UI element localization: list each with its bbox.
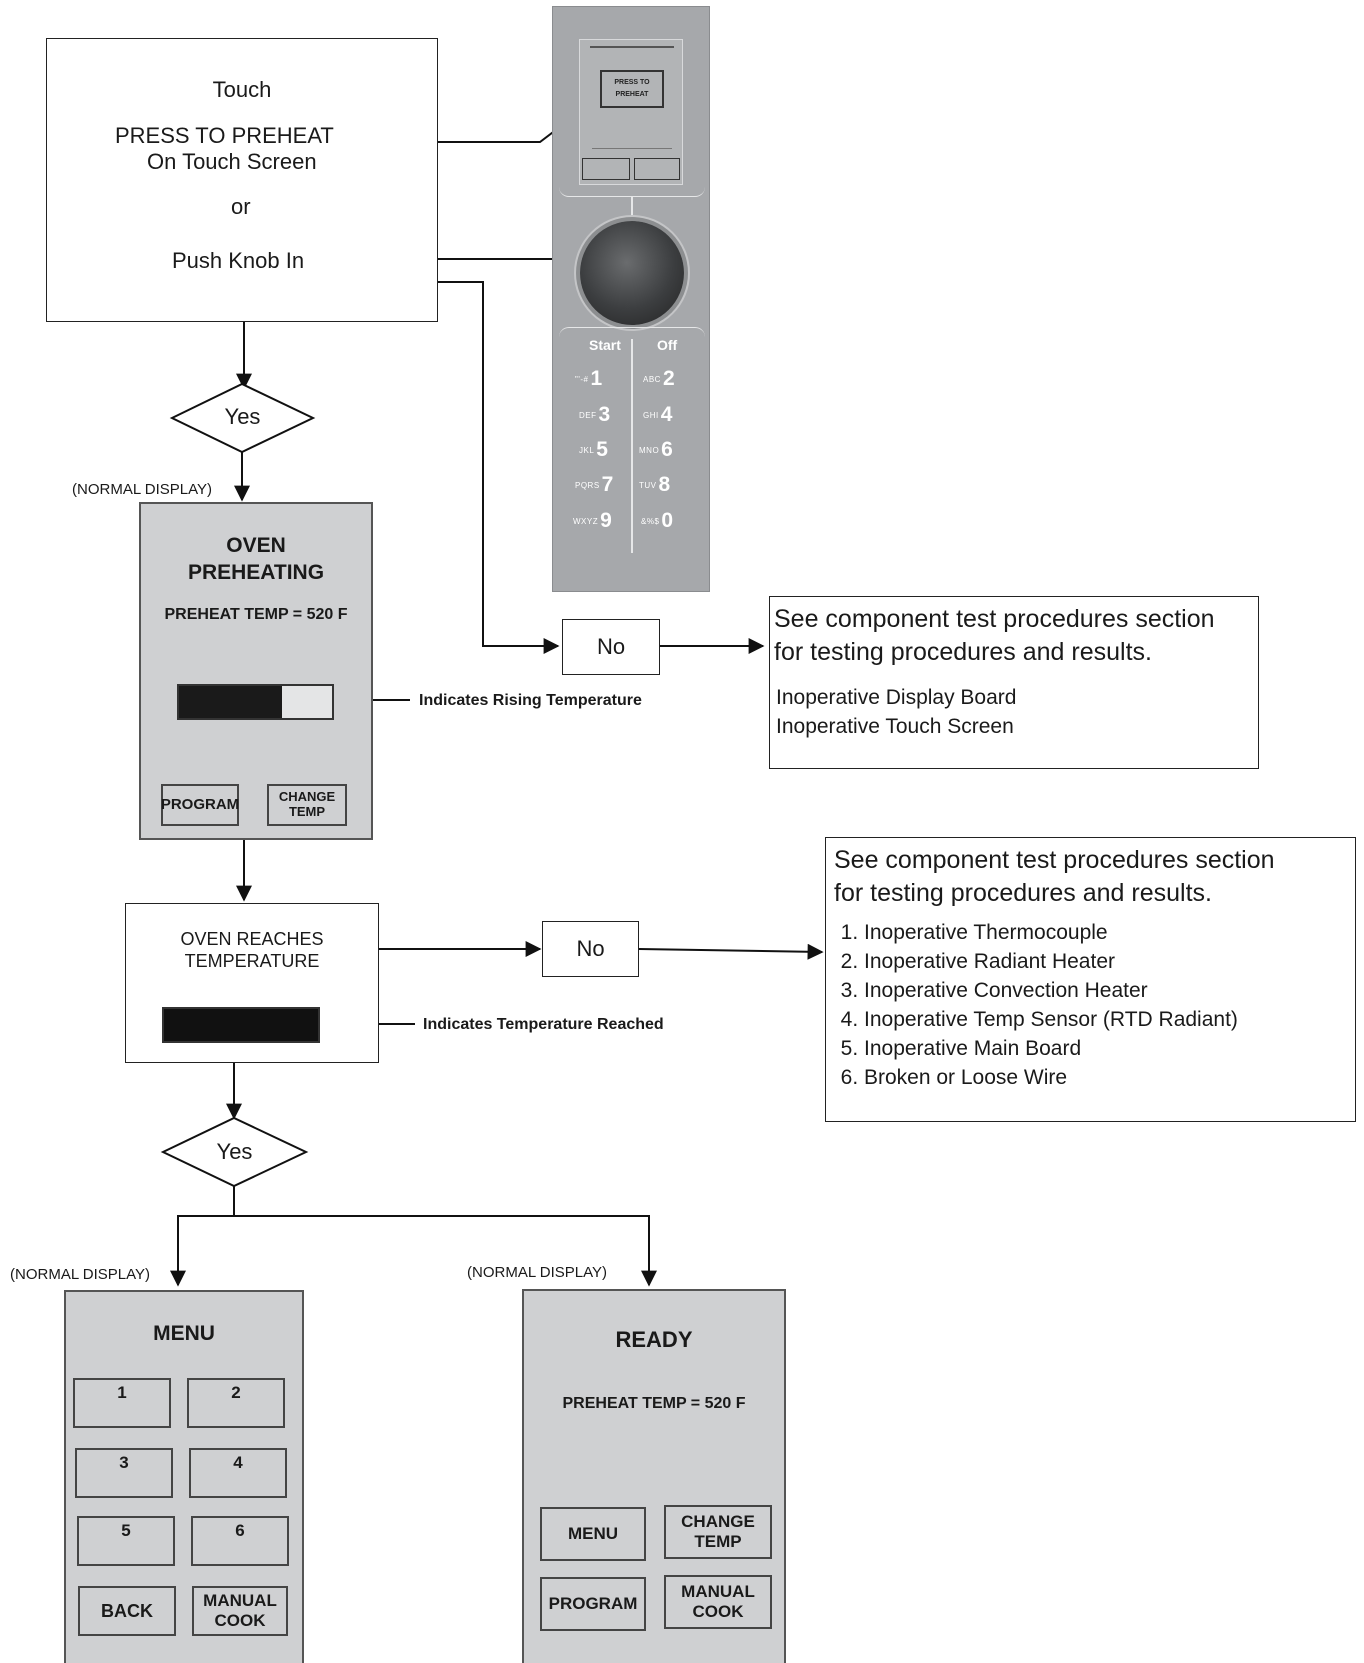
preheating-title-line1: OVEN	[226, 534, 286, 557]
no-decision-2: No	[542, 921, 639, 977]
control-knob[interactable]	[580, 221, 684, 325]
ready-menu-button[interactable]: MENU	[540, 1507, 646, 1561]
manual-cook-line2: COOK	[214, 1611, 266, 1630]
reaches-line1: OVEN REACHES	[180, 929, 324, 949]
keypad-key-9[interactable]: WXYZ9	[573, 509, 612, 532]
start-key[interactable]: Start	[589, 337, 621, 353]
keypad-key-5[interactable]: JKL5	[579, 438, 608, 461]
ready-manual-cook-button[interactable]: MANUAL COOK	[664, 1575, 772, 1629]
menu-button-5[interactable]: 5	[77, 1516, 175, 1566]
ready-preheat-temp: PREHEAT TEMP = 520 F	[562, 1395, 746, 1412]
normal-display-label-1: (NORMAL DISPLAY)	[72, 481, 213, 498]
oven-reaches-temperature-box: OVEN REACHES TEMPERATURE	[125, 903, 379, 1063]
change-temp-line1: CHANGE	[278, 789, 336, 805]
ready-manual-line1: MANUAL	[681, 1582, 755, 1602]
push-knob-in-label: Push Knob In	[172, 248, 305, 273]
keypad-divider	[631, 339, 633, 553]
menu-button-6[interactable]: 6	[191, 1516, 289, 1566]
preheating-temp-text: PREHEAT TEMP = 520 F	[164, 606, 348, 623]
note2-item: Inoperative Radiant Heater	[864, 947, 1347, 976]
note2-item: Broken or Loose Wire	[864, 1063, 1347, 1092]
indicates-rising-label: Indicates Rising Temperature	[419, 692, 642, 709]
keypad-key-7[interactable]: PQRS7	[575, 473, 614, 496]
rising-temp-progress-fill	[179, 686, 282, 718]
indicates-reached-label: Indicates Temperature Reached	[423, 1016, 664, 1033]
yes-decision-2: Yes	[216, 1139, 253, 1164]
oven-preheating-screen: OVEN PREHEATING PREHEAT TEMP = 520 F PRO…	[139, 502, 373, 840]
note2-item: Inoperative Convection Heater	[864, 976, 1347, 1005]
temp-reached-progress-bar	[162, 1007, 320, 1043]
reaches-line2: TEMPERATURE	[184, 951, 320, 971]
preheating-title-line2: PREHEATING	[187, 561, 325, 584]
keypad-key-1[interactable]: "'-#1	[575, 367, 603, 390]
menu-screen: MENU 1 2 3 4 5 6 BACK MANUAL COOK	[64, 1290, 304, 1663]
touch-label: Touch	[212, 77, 272, 102]
or-label: or	[231, 194, 251, 219]
note1-item: Inoperative Touch Screen	[776, 715, 1014, 738]
rising-temp-progress-bar	[177, 684, 334, 720]
ready-change-line1: CHANGE	[681, 1512, 755, 1532]
mini-program-button[interactable]	[582, 158, 630, 180]
mini-press-line1: PRESS TO	[614, 79, 650, 86]
no-decision-1: No	[562, 619, 660, 675]
panel-mini-screen: PRESS TO PREHEAT	[579, 39, 683, 185]
keypad-key-3[interactable]: DEF3	[579, 403, 611, 426]
mini-press-line2: PREHEAT	[615, 91, 649, 98]
manual-cook-button[interactable]: MANUAL COOK	[192, 1586, 288, 1636]
press-to-preheat-label: PRESS TO PREHEAT	[115, 123, 334, 148]
ready-change-temp-button[interactable]: CHANGE TEMP	[664, 1505, 772, 1559]
keypad-key-8[interactable]: TUV8	[639, 473, 671, 496]
menu-button-4[interactable]: 4	[189, 1448, 287, 1498]
keypad-key-4[interactable]: GHI4	[643, 403, 673, 426]
panel-arc-top	[559, 187, 705, 197]
normal-display-label-2: (NORMAL DISPLAY)	[10, 1266, 151, 1283]
mini-screen-header	[590, 46, 674, 48]
on-touch-screen-label: On Touch Screen	[147, 149, 317, 174]
yes-decision-1: Yes	[224, 404, 261, 429]
start-instruction-box: Touch PRESS TO PREHEAT On Touch Screen o…	[46, 38, 438, 322]
keypad-key-6[interactable]: MNO6	[639, 438, 673, 461]
note2-item: Inoperative Thermocouple	[864, 918, 1347, 947]
note2-cause-list: Inoperative Thermocouple Inoperative Rad…	[834, 918, 1347, 1092]
panel-line	[631, 197, 633, 219]
mini-change-temp-button[interactable]	[634, 158, 680, 180]
back-button[interactable]: BACK	[78, 1586, 176, 1636]
note1-item: Inoperative Display Board	[776, 686, 1017, 709]
keypad-key-0[interactable]: &%$0	[641, 509, 674, 532]
off-key[interactable]: Off	[657, 337, 678, 353]
oven-control-panel: PRESS TO PREHEAT Start Off "'-#1 ABC2 DE…	[552, 6, 710, 592]
temp-reached-progress-fill	[164, 1009, 318, 1041]
note1-line1: See component test procedures section	[774, 605, 1215, 633]
menu-button-3[interactable]: 3	[75, 1448, 173, 1498]
mini-screen-divider	[592, 148, 672, 149]
ready-title: READY	[615, 1327, 693, 1352]
menu-title: MENU	[153, 1322, 215, 1345]
ready-program-button[interactable]: PROGRAM	[540, 1577, 646, 1631]
component-test-note-1: See component test procedures section fo…	[769, 596, 1259, 769]
ready-change-line2: TEMP	[694, 1532, 742, 1551]
note2-line2: for testing procedures and results.	[834, 879, 1212, 907]
ready-screen: READY PREHEAT TEMP = 520 F MENU CHANGE T…	[522, 1289, 786, 1663]
component-test-note-2: See component test procedures section fo…	[825, 837, 1356, 1122]
change-temp-button[interactable]: CHANGE TEMP	[267, 784, 347, 826]
note1-line2: for testing procedures and results.	[774, 638, 1152, 666]
manual-cook-line1: MANUAL	[203, 1591, 277, 1611]
keypad-key-2[interactable]: ABC2	[643, 367, 675, 390]
note2-item: Inoperative Main Board	[864, 1034, 1347, 1063]
mini-press-to-preheat[interactable]: PRESS TO PREHEAT	[600, 70, 664, 108]
menu-button-2[interactable]: 2	[187, 1378, 285, 1428]
normal-display-label-3: (NORMAL DISPLAY)	[467, 1264, 608, 1281]
note2-line1: See component test procedures section	[834, 846, 1275, 874]
note2-item: Inoperative Temp Sensor (RTD Radiant)	[864, 1005, 1347, 1034]
ready-manual-line2: COOK	[692, 1602, 744, 1621]
change-temp-line2: TEMP	[288, 804, 326, 819]
program-button[interactable]: PROGRAM	[161, 784, 239, 826]
panel-arc-bottom	[559, 327, 705, 337]
menu-button-1[interactable]: 1	[73, 1378, 171, 1428]
